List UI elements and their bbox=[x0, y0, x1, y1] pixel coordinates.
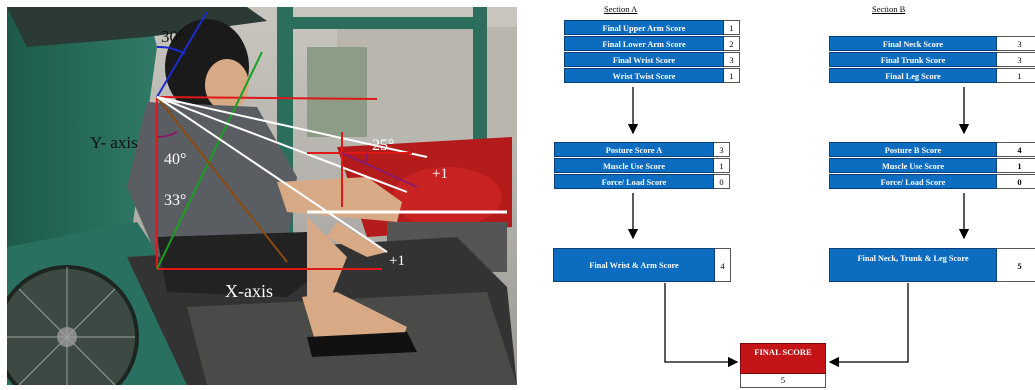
score-label: Wrist Twist Score bbox=[564, 68, 724, 83]
section-b-group2-table: Posture B Score 4 Muscle Use Score 1 For… bbox=[829, 142, 1035, 190]
score-row: Posture B Score 4 bbox=[829, 142, 1035, 157]
score-label: Force/ Load Score bbox=[554, 174, 714, 189]
score-row: Final Leg Score 1 bbox=[829, 68, 1035, 83]
result-value: 5 bbox=[997, 248, 1035, 282]
score-value: 2 bbox=[724, 36, 740, 51]
score-row: Final Upper Arm Score 1 bbox=[564, 20, 740, 35]
score-row: Final Wrist Score 3 bbox=[564, 52, 740, 67]
score-row: Muscle Use Score 1 bbox=[554, 158, 730, 173]
arrow-a-to-final bbox=[664, 283, 739, 368]
score-value: 0 bbox=[714, 174, 730, 189]
score-value: 1 bbox=[724, 68, 740, 83]
arrow-b-to-final bbox=[828, 283, 909, 368]
angle-label-33: 33° bbox=[164, 192, 187, 209]
score-label: Muscle Use Score bbox=[829, 158, 997, 173]
score-row: Final Lower Arm Score 2 bbox=[564, 36, 740, 51]
score-label: Final Leg Score bbox=[829, 68, 997, 83]
score-label: Posture B Score bbox=[829, 142, 997, 157]
x-axis-label: X-axis bbox=[225, 281, 273, 301]
score-value: 3 bbox=[724, 52, 740, 67]
score-value: 3 bbox=[714, 142, 730, 157]
score-value: 4 bbox=[997, 142, 1035, 157]
angle-label-25: 25° bbox=[372, 137, 395, 154]
score-label: Muscle Use Score bbox=[554, 158, 714, 173]
score-label: Force/ Load Score bbox=[829, 174, 997, 189]
score-label: Posture Score A bbox=[554, 142, 714, 157]
result-label: Final Wrist & Arm Score bbox=[553, 248, 715, 282]
score-row: Force/ Load Score 0 bbox=[554, 174, 730, 189]
photo-illustration bbox=[7, 7, 517, 385]
score-row: Final Neck Score 3 bbox=[829, 36, 1035, 51]
score-row: Muscle Use Score 1 bbox=[829, 158, 1035, 173]
final-score-value: 5 bbox=[740, 374, 826, 388]
score-row: Final Trunk Score 3 bbox=[829, 52, 1035, 67]
score-label: Final Neck Score bbox=[829, 36, 997, 51]
score-value: 3 bbox=[997, 52, 1035, 67]
score-value: 1 bbox=[724, 20, 740, 35]
score-label: Final Upper Arm Score bbox=[564, 20, 724, 35]
final-score-box: FINAL SCORE 5 bbox=[740, 343, 826, 388]
plus-one-label-lower: +1 bbox=[389, 253, 405, 269]
score-row: Posture Score A 3 bbox=[554, 142, 730, 157]
section-b-title: Section B bbox=[872, 4, 906, 14]
score-value: 1 bbox=[997, 68, 1035, 83]
score-value: 1 bbox=[714, 158, 730, 173]
angle-label-30: 30° bbox=[161, 27, 185, 46]
score-label: Final Lower Arm Score bbox=[564, 36, 724, 51]
section-a-group2-table: Posture Score A 3 Muscle Use Score 1 For… bbox=[554, 142, 730, 190]
score-row: Force/ Load Score 0 bbox=[829, 174, 1035, 189]
section-a-group1-table: Final Upper Arm Score 1 Final Lower Arm … bbox=[564, 20, 740, 84]
result-label: Final Neck, Trunk & Leg Score bbox=[829, 248, 997, 282]
section-a-result: Final Wrist & Arm Score 4 bbox=[553, 248, 731, 282]
score-row: Wrist Twist Score 1 bbox=[564, 68, 740, 83]
section-b-result: Final Neck, Trunk & Leg Score 5 bbox=[829, 248, 1035, 282]
y-axis-label: Y- axis bbox=[90, 133, 138, 152]
plus-one-label-upper: +1 bbox=[432, 166, 448, 182]
score-label: Final Trunk Score bbox=[829, 52, 997, 67]
score-label: Final Wrist Score bbox=[564, 52, 724, 67]
angle-label-40: 40° bbox=[164, 151, 187, 168]
result-value: 4 bbox=[715, 248, 731, 282]
final-score-label: FINAL SCORE bbox=[740, 343, 826, 374]
posture-analysis-photo: 30° Y- axis 40° 33° 25° +1 +1 X-axis bbox=[7, 7, 517, 385]
score-value: 0 bbox=[997, 174, 1035, 189]
score-value: 3 bbox=[997, 36, 1035, 51]
section-a-title: Section A bbox=[604, 4, 638, 14]
section-b-group1-table: Final Neck Score 3 Final Trunk Score 3 F… bbox=[829, 36, 1035, 84]
score-value: 1 bbox=[997, 158, 1035, 173]
